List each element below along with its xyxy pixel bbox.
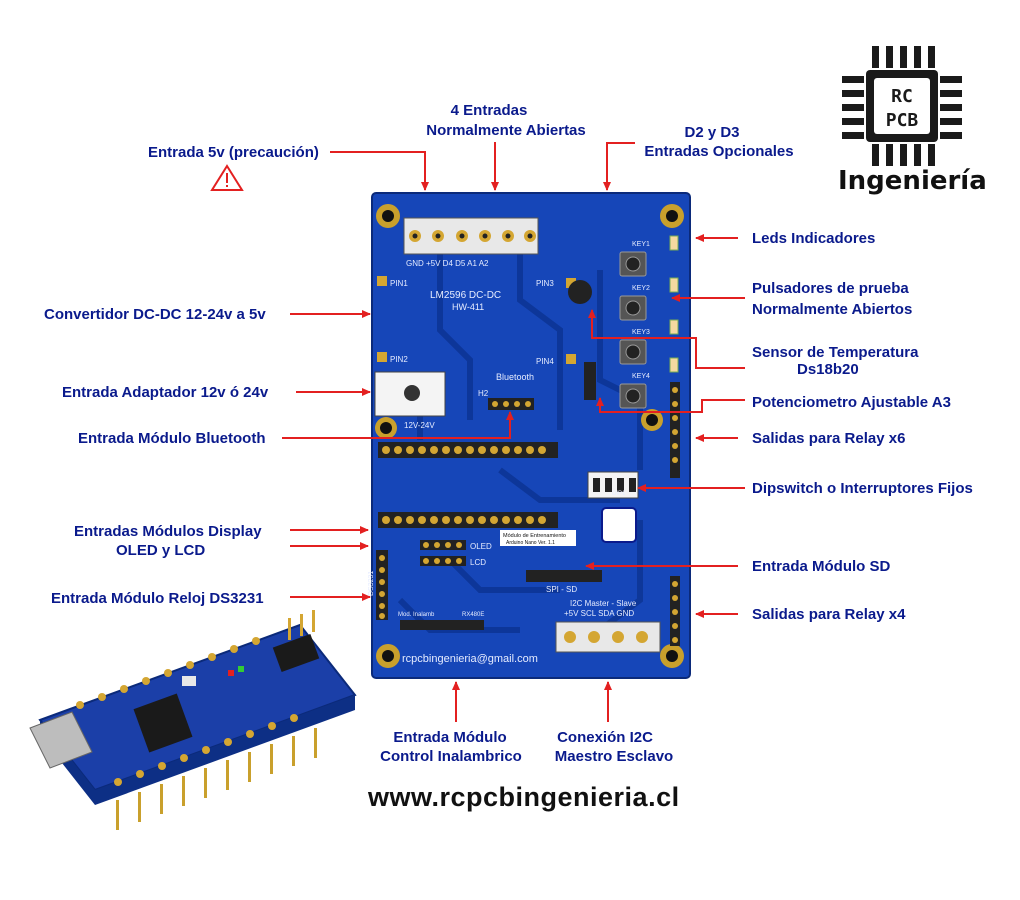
label-dipswitch: Dipswitch o Interruptores Fijos bbox=[752, 480, 973, 497]
board-key3: KEY3 bbox=[632, 329, 650, 336]
board-mod-inal: Mod. Inalamb bbox=[398, 612, 435, 618]
label-sensor: Sensor de Temperatura bbox=[752, 344, 919, 361]
board-ds3231: DS3231 bbox=[368, 571, 375, 596]
logo-wordmark: Ingeniería bbox=[838, 166, 987, 196]
relay-header-4 bbox=[670, 576, 680, 646]
label-entrada-5v: Entrada 5v (precaución) bbox=[148, 144, 319, 161]
board-email: rcpcbingenieria@gmail.com bbox=[402, 653, 538, 665]
label-leds: Leds Indicadores bbox=[752, 230, 876, 247]
board-mod-title: Módulo de Entrenamiento bbox=[503, 533, 566, 539]
ds3231-header bbox=[376, 550, 388, 620]
arrows bbox=[282, 142, 745, 722]
label-i2c-2: Maestro Esclavo bbox=[554, 748, 674, 765]
label-sensor-2: Ds18b20 bbox=[797, 361, 859, 378]
pcb-board bbox=[371, 192, 691, 679]
label-reloj: Entrada Módulo Reloj DS3231 bbox=[51, 590, 264, 607]
arduino-headers bbox=[378, 442, 558, 528]
cn2-terminal-block bbox=[403, 217, 539, 255]
i2c-terminal bbox=[555, 621, 661, 653]
board-pin4: PIN4 bbox=[536, 357, 554, 366]
potentiometer bbox=[584, 362, 596, 400]
board-pin3: PIN3 bbox=[536, 279, 554, 288]
logo-line1: RC bbox=[891, 86, 913, 107]
board-volt: 12V-24V bbox=[404, 421, 435, 430]
label-bluetooth: Entrada Módulo Bluetooth bbox=[78, 430, 266, 447]
label-pulsadores-2: Normalmente Abiertos bbox=[752, 301, 913, 318]
website-url[interactable]: www.rcpcbingenieria.cl bbox=[368, 782, 680, 812]
label-i2c: Conexión I2C bbox=[557, 729, 653, 746]
label-potenciometro: Potenciometro Ajustable A3 bbox=[752, 394, 951, 411]
label-4-entradas: 4 Entradas bbox=[450, 102, 528, 119]
label-inalambrico-2: Control Inalambrico bbox=[380, 748, 522, 765]
leds bbox=[669, 235, 679, 373]
board-converter-model: HW-411 bbox=[452, 302, 484, 312]
sd-header bbox=[526, 570, 602, 582]
bluetooth-header bbox=[488, 398, 534, 410]
board-pin2: PIN2 bbox=[390, 355, 408, 364]
label-display: Entradas Módulos Display bbox=[74, 523, 262, 540]
board-oled: OLED bbox=[470, 542, 492, 551]
label-display-2: OLED y LCD bbox=[116, 542, 206, 559]
board-dip: DIP1 bbox=[612, 491, 626, 497]
display-headers bbox=[420, 540, 466, 566]
label-entradas-opcionales: Entradas Opcionales bbox=[644, 143, 794, 160]
logo-line2: PCB bbox=[886, 110, 919, 131]
temperature-sensor bbox=[568, 280, 592, 304]
relay-header-6 bbox=[670, 382, 680, 478]
board-pin1: PIN1 bbox=[390, 279, 408, 288]
board-converter: LM2596 DC-DC bbox=[430, 290, 501, 301]
mounting-holes bbox=[375, 204, 684, 668]
label-relay-4: Salidas para Relay x4 bbox=[752, 606, 906, 623]
board-spi: SPI - SD bbox=[546, 585, 577, 594]
label-relay-6: Salidas para Relay x6 bbox=[752, 430, 906, 447]
arduino-nano-illustration bbox=[29, 610, 357, 830]
wireless-header bbox=[400, 620, 484, 630]
label-inalambrico: Entrada Módulo bbox=[393, 729, 507, 746]
board-lcd: LCD bbox=[470, 558, 486, 567]
push-buttons bbox=[619, 251, 647, 409]
label-normalmente-abiertas: Normalmente Abiertas bbox=[426, 122, 586, 139]
label-pulsadores: Pulsadores de prueba bbox=[752, 280, 909, 297]
label-d2-d3: D2 y D3 bbox=[684, 124, 740, 141]
board-key4: KEY4 bbox=[632, 373, 650, 380]
warning-icon bbox=[210, 164, 244, 191]
label-convertidor: Convertidor DC-DC 12-24v a 5v bbox=[44, 306, 266, 323]
module-label-box bbox=[500, 530, 576, 546]
label-adaptador: Entrada Adaptador 12v ó 24v bbox=[62, 384, 269, 401]
label-sd: Entrada Módulo SD bbox=[752, 558, 891, 575]
board-mod-sub: Arduino Nano Ver. 1.1 bbox=[506, 540, 555, 546]
board-bluetooth: Bluetooth bbox=[496, 372, 534, 382]
board-i2c-pins: +5V SCL SDA GND bbox=[564, 609, 634, 618]
board-rx480e: RX480E bbox=[462, 612, 484, 618]
board-key1: KEY1 bbox=[632, 241, 650, 248]
board-i2c-title: I2C Master - Slave bbox=[570, 599, 637, 608]
board-bt-h2: H2 bbox=[478, 389, 489, 398]
board-key2: KEY2 bbox=[632, 285, 650, 292]
board-cn2-labels: GND +5V D4 D5 A1 A2 bbox=[406, 259, 489, 268]
logo-chip-icon bbox=[842, 46, 962, 166]
